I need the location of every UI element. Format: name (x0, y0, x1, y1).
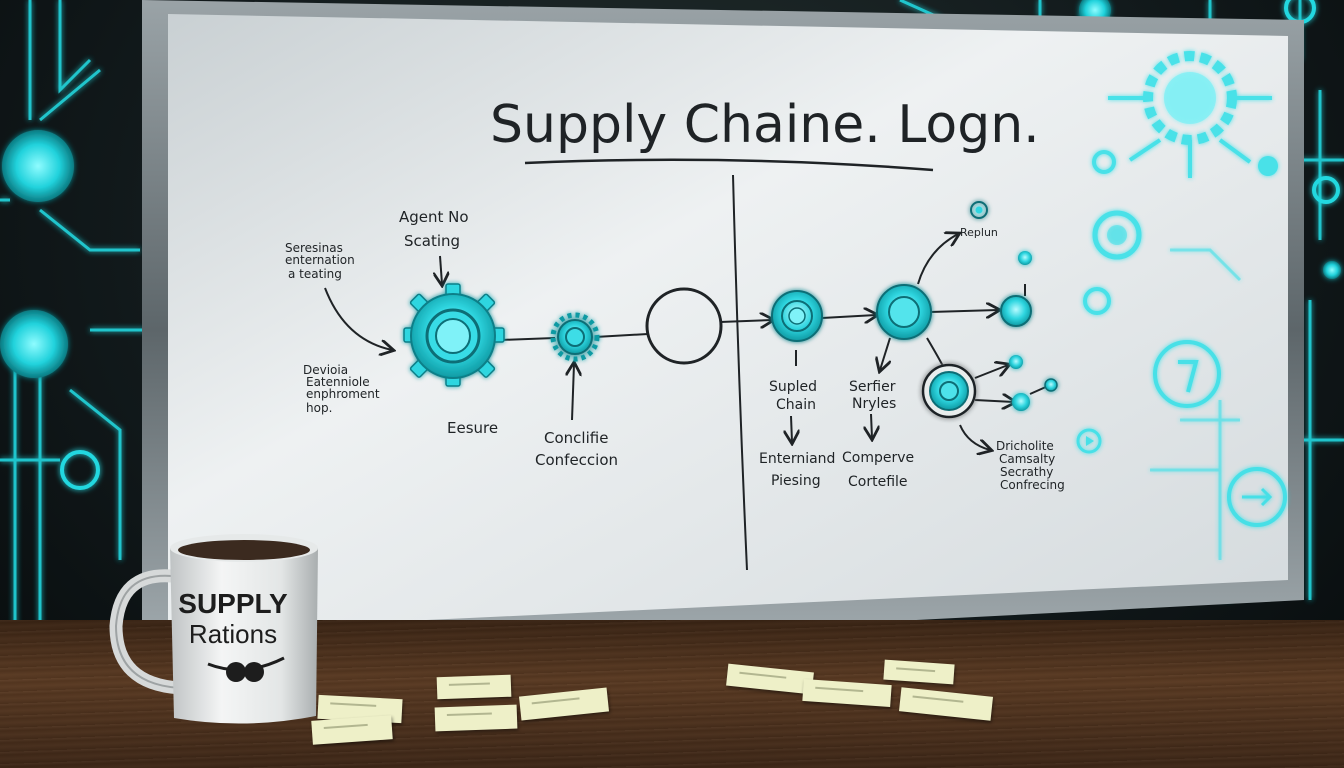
sticky-note (436, 674, 512, 700)
dot-node-icon (1009, 355, 1023, 369)
dot-node-icon (1018, 251, 1032, 265)
mug-text-supply: SUPPLY (178, 588, 288, 619)
gear-node-icon (403, 283, 505, 387)
output-node-icon (1000, 295, 1032, 327)
small-gear-icon (550, 312, 600, 362)
dot-node-icon (1044, 378, 1058, 392)
shield-glow-icon (1083, 287, 1111, 315)
arrow-glow-icon (1227, 467, 1287, 527)
needle-glow-icon (1153, 340, 1221, 408)
label-esure: Eesure (447, 419, 498, 437)
mug-text-rations: Rations (188, 619, 278, 649)
label-replun: Replun (960, 226, 998, 239)
play-glow-icon (1076, 428, 1102, 454)
board-title: Supply Chaine. Logn. (490, 95, 1040, 155)
spiral-icon (970, 201, 988, 219)
empty-circle-node (645, 287, 723, 365)
cog-glow-icon (1092, 51, 1278, 178)
divider-line (732, 174, 748, 571)
gear-glow-icon (1092, 210, 1142, 260)
coffee-mug (109, 534, 318, 724)
hub-node-icon (876, 284, 932, 340)
sticky-note (434, 704, 518, 732)
target-node-icon (771, 290, 823, 342)
dot-node-icon (1012, 393, 1030, 411)
ring-node-icon (921, 363, 977, 419)
